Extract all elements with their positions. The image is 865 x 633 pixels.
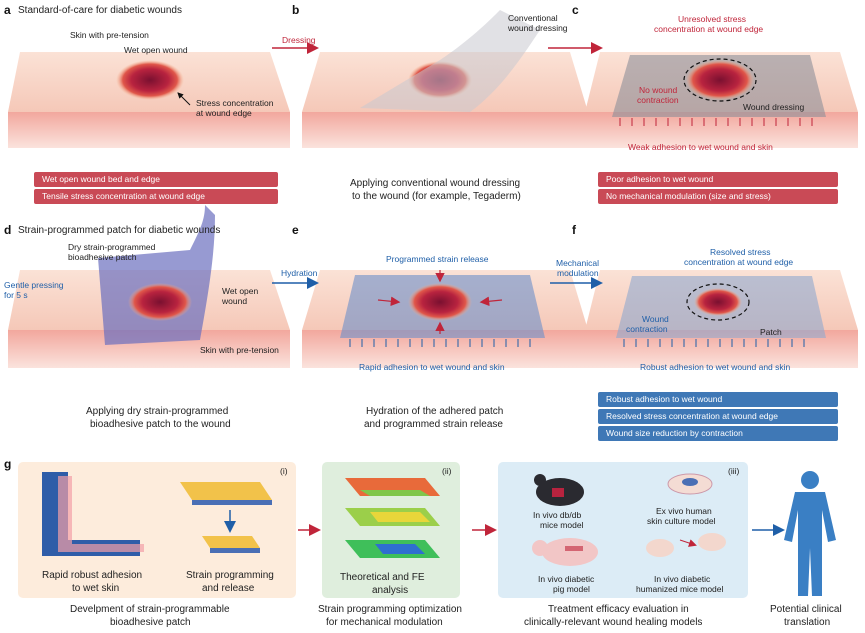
panel-a-bar-1: Wet open wound bed and edge	[34, 172, 278, 187]
adhesion-ticks-c	[619, 118, 813, 126]
panel-c-bar-2: No mechanical modulation (size and stres…	[598, 189, 838, 204]
box-iii-humanized-1: In vivo diabetic	[654, 574, 711, 584]
box-i-tag: (i)	[280, 466, 288, 476]
panel-a-stress-label-1: Stress concentration	[196, 98, 274, 108]
panel-d-patch-label-2: bioadhesive patch	[68, 252, 137, 262]
panel-b-caption-1: Applying conventional wound dressing	[350, 178, 521, 189]
panel-letter-d: d	[4, 223, 12, 237]
panel-e-caption-1: Hydration of the adhered patch	[366, 406, 504, 417]
box-i-label-right-2: and release	[202, 583, 255, 594]
panel-d-press-label-1: Gentle pressing	[4, 280, 64, 290]
skin-block-d	[8, 205, 290, 368]
panel-f-resolved-1: Resolved stress	[710, 247, 771, 257]
box-i-label-left-1: Rapid robust adhesion	[42, 570, 143, 581]
adhesion-ticks-e	[349, 339, 531, 347]
panel-e-adhesion-label: Rapid adhesion to wet wound and skin	[359, 362, 505, 372]
box-iii-pig-2: pig model	[553, 584, 590, 594]
skin-block-a	[8, 52, 290, 148]
panel-d-wound-label-1: Wet open	[222, 286, 259, 296]
panel-a-wound-label: Wet open wound	[124, 45, 188, 55]
box-iii-caption-2: clinically-relevant wound healing models	[524, 617, 703, 628]
box-iii-caption-1: Treatment efficacy evaluation in	[548, 604, 689, 615]
box-ii-label-2: analysis	[372, 585, 409, 596]
skin-block-f	[585, 270, 858, 368]
box-iii-humanized-2: humanized mice model	[636, 584, 724, 594]
box-i-caption-1: Develpment of strain-programmable	[70, 604, 230, 615]
panel-f-patch-label: Patch	[760, 327, 782, 337]
box-iii-mice-1: In vivo db/db	[533, 510, 582, 520]
panel-f-arrow-label-1: Mechanical	[556, 258, 599, 268]
panel-f-bar-1: Robust adhesion to wet wound	[598, 392, 838, 407]
box-iii-pig-1: In vivo diabetic	[538, 574, 595, 584]
petri-dish-icon	[667, 473, 713, 495]
panel-b-dressing-label-1: Conventional	[508, 13, 558, 23]
final-label-1: Potential clinical	[770, 604, 842, 615]
panel-f-resolved-2: concentration at wound edge	[684, 257, 794, 267]
panel-d-title: Strain-programmed patch for diabetic wou…	[18, 225, 221, 236]
box-ii-tag: (ii)	[442, 466, 452, 476]
panel-d-press-label-2: for 5 s	[4, 290, 28, 300]
panel-a-stress-label-2: at wound edge	[196, 108, 252, 118]
panel-a-skin-label: Skin with pre-tension	[70, 30, 149, 40]
box-iii-human-1: Ex vivo human	[656, 506, 712, 516]
box-iii-mice-2: mice model	[540, 520, 584, 530]
box-i-label-right-1: Strain programming	[186, 570, 274, 581]
box-i-caption-2: bioadhesive patch	[110, 617, 191, 628]
panel-c-unresolved-2: concentration at wound edge	[654, 24, 764, 34]
skin-block-b	[302, 10, 588, 148]
panel-f-contraction-1: Wound	[642, 314, 669, 324]
panel-f-bar-2: Resolved stress concentration at wound e…	[598, 409, 838, 424]
skin-block-e	[302, 270, 588, 368]
patch-layers	[180, 482, 272, 553]
panel-d-patch-label-1: Dry strain-programmed	[68, 242, 156, 252]
panel-c-no-contraction-1: No wound	[639, 85, 678, 95]
panel-f-arrow-label-2: modulation	[557, 268, 599, 278]
panel-d-caption-2: bioadhesive patch to the wound	[90, 419, 231, 430]
panel-e-release-label: Programmed strain release	[386, 254, 489, 264]
panel-letter-e: e	[292, 223, 299, 237]
panel-f-adhesion-label: Robust adhesion to wet wound and skin	[640, 362, 791, 372]
mouse-icon	[534, 474, 584, 506]
panel-e-arrow-label: Hydration	[281, 268, 318, 278]
adhesion-ticks-f	[623, 339, 805, 347]
panel-c-unresolved-1: Unresolved stress	[678, 14, 747, 24]
panel-c-dressing-label: Wound dressing	[743, 102, 805, 112]
box-iii-tag: (iii)	[728, 466, 740, 476]
box-ii-label-1: Theoretical and FE	[340, 572, 425, 583]
panel-e-caption-2: and programmed strain release	[364, 419, 503, 430]
final-label-2: translation	[784, 617, 831, 628]
panel-letter-g: g	[4, 457, 12, 471]
panel-b-dressing-label-2: wound dressing	[508, 23, 568, 33]
panel-d-skin-label: Skin with pre-tension	[200, 345, 279, 355]
box-i-label-left-2: to wet skin	[72, 583, 120, 594]
panel-c-no-contraction-2: contraction	[637, 95, 679, 105]
panel-d-wound-label-2: wound	[222, 296, 248, 306]
box-ii-caption-1: Strain programming optimization	[318, 604, 462, 615]
panel-b-arrow-label: Dressing	[282, 35, 316, 45]
panel-letter-f: f	[572, 223, 576, 237]
human-figure-icon	[784, 471, 836, 596]
panel-f-contraction-2: contraction	[626, 324, 668, 334]
panel-b-caption-2: to the wound (for example, Tegaderm)	[352, 191, 521, 202]
panel-c-weak-adhesion: Weak adhesion to wet wound and skin	[628, 142, 773, 152]
box-ii-caption-2: for mechanical modulation	[326, 617, 443, 628]
humanized-mice-icon	[646, 533, 726, 557]
box-iii-human-2: skin culture model	[647, 516, 716, 526]
patch-l-shape	[42, 472, 144, 556]
panel-c-bar-1: Poor adhesion to wet wound	[598, 172, 838, 187]
panel-letter-b: b	[292, 3, 300, 17]
panel-f-bar-3: Wound size reduction by contraction	[598, 426, 838, 441]
fe-plates	[345, 478, 440, 558]
pig-icon	[532, 538, 598, 566]
panel-a-bar-2: Tensile stress concentration at wound ed…	[34, 189, 278, 204]
panel-d-caption-1: Applying dry strain-programmed	[86, 406, 229, 417]
panel-letter-a: a	[4, 3, 11, 17]
panel-letter-c: c	[572, 3, 579, 17]
panel-a-title: Standard-of-care for diabetic wounds	[18, 5, 182, 16]
skin-block-c	[585, 52, 858, 148]
